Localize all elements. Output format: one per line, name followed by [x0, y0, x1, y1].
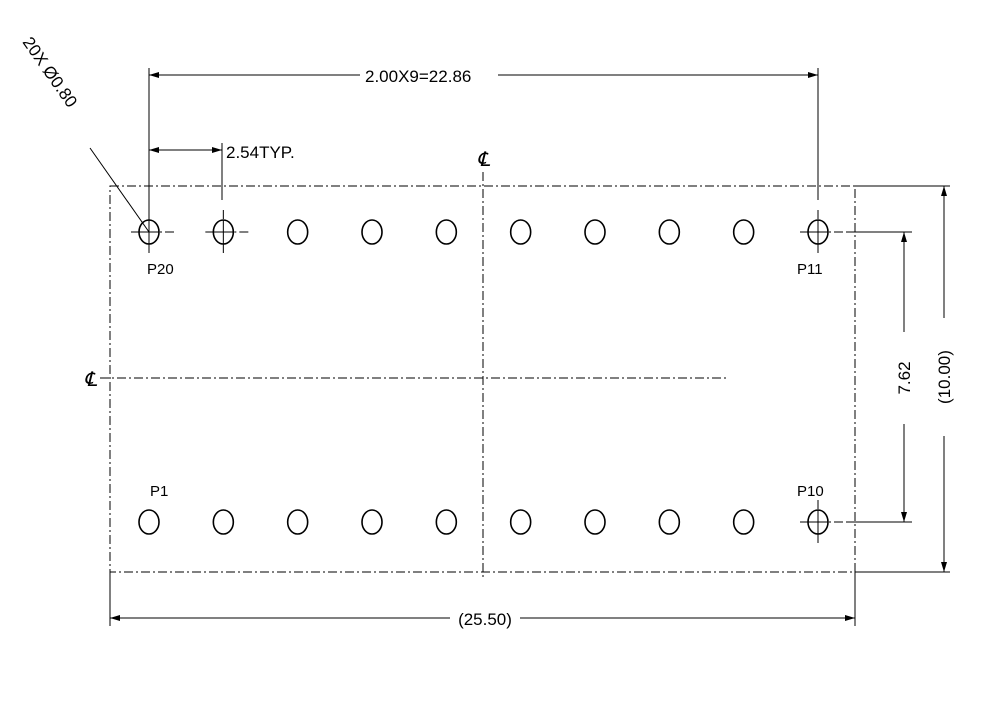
pin-hole-top-4: [361, 219, 383, 245]
pin-hole-bottom-9: [732, 509, 755, 535]
pin-hole-bottom-2: [212, 509, 235, 535]
row-spacing-text: 7.62: [895, 361, 914, 394]
bottom-row-holes: [138, 500, 844, 546]
pin-hole-top-5: [435, 219, 458, 245]
pin-hole-top-7: [584, 219, 606, 245]
body-height-text: (10.00): [935, 350, 954, 404]
body-width-dimension: [109, 572, 856, 626]
pin-hole-bottom-6: [509, 509, 532, 535]
pin-hole-top-6: [509, 219, 532, 245]
pin-label-p20: P20: [147, 261, 174, 278]
pin-hole-bottom-4: [361, 509, 383, 535]
body-height-dimension: [855, 185, 950, 573]
pin-hole-bottom-1: [138, 509, 160, 535]
hole-callout-text: 20X Ø0.80: [19, 33, 81, 110]
pin-hole-top-3: [286, 219, 309, 245]
row-spacing-dimension: [846, 231, 912, 523]
horizontal-centerline-symbol: ℄: [84, 369, 98, 391]
hole-callout-leader: [89, 147, 150, 233]
body-width-text: (25.50): [458, 610, 512, 629]
top-row-holes: [131, 210, 844, 256]
pin-hole-bottom-8: [658, 509, 681, 535]
pin-label-p10: P10: [797, 483, 824, 500]
vertical-centerline-symbol: ℄: [477, 149, 491, 171]
pin-hole-bottom-7: [584, 509, 606, 535]
pin-hole-bottom-5: [435, 509, 458, 535]
pin-hole-top-9: [732, 219, 755, 245]
pin-hole-top-8: [658, 219, 681, 245]
pin-label-p1: P1: [150, 483, 168, 500]
pitch-typ-text: 2.54TYP.: [226, 143, 295, 162]
pin-hole-bottom-3: [286, 509, 309, 535]
pitch-total-text: 2.00X9=22.86: [365, 67, 471, 86]
pin-label-p11: P11: [797, 261, 823, 278]
pitch-typ-dimension: [149, 143, 223, 200]
